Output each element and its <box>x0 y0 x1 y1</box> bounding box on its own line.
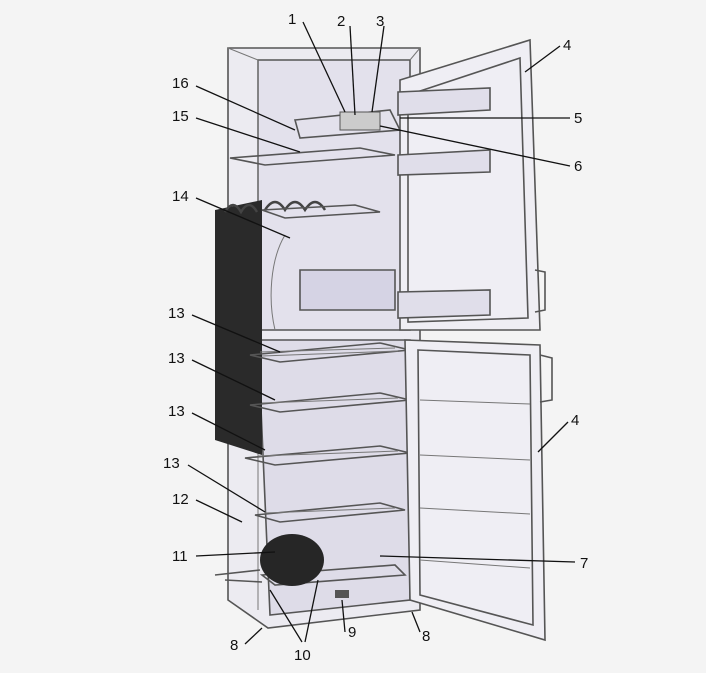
callout-labels: 1 2 3 4 5 6 16 15 14 13 13 13 13 12 11 7… <box>163 11 588 664</box>
label-7: 7 <box>580 555 588 572</box>
label-15: 15 <box>172 108 189 125</box>
label-16: 16 <box>172 75 189 92</box>
compressor <box>214 534 349 598</box>
label-13-a: 13 <box>168 305 185 322</box>
label-13-d: 13 <box>163 455 180 472</box>
label-2: 2 <box>337 13 345 30</box>
fridge-door <box>339 38 546 331</box>
label-8-left: 8 <box>230 637 238 654</box>
label-3: 3 <box>376 13 384 30</box>
label-13-b: 13 <box>168 350 185 367</box>
fridge-shelves <box>229 109 402 311</box>
label-8-right: 8 <box>422 628 430 645</box>
condenser <box>215 200 327 455</box>
label-10: 10 <box>294 647 311 664</box>
fridge-cabinet <box>227 47 421 629</box>
label-11: 11 <box>172 548 188 565</box>
label-14: 14 <box>172 188 189 205</box>
label-9: 9 <box>348 624 356 641</box>
freezer-door <box>404 339 553 642</box>
label-6: 6 <box>574 158 582 175</box>
label-13-c: 13 <box>168 403 185 420</box>
leader-lines <box>187 21 576 645</box>
label-4-bottom: 4 <box>571 412 579 429</box>
label-1: 1 <box>288 11 296 28</box>
label-5: 5 <box>574 110 582 127</box>
label-12: 12 <box>172 491 189 508</box>
label-4-top: 4 <box>563 37 571 54</box>
